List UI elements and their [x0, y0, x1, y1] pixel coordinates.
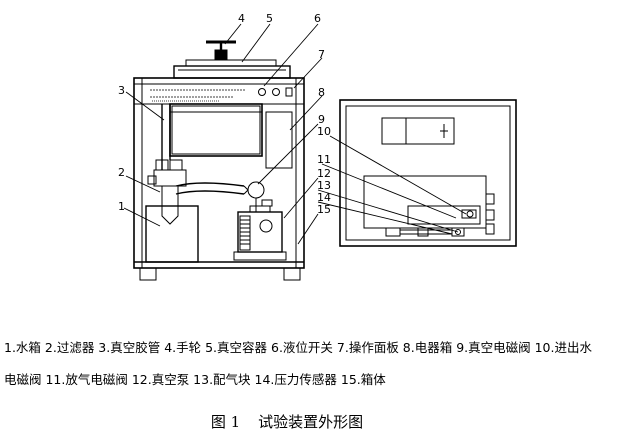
- callout-15: 15: [317, 203, 331, 216]
- callout-1: 1: [118, 200, 125, 213]
- panel-knobs: [258, 87, 293, 97]
- caption-line-1: 1.水箱 2.过滤器 3.真空胶管 4.手轮 5.真空容器 6.液位开关 7.操…: [4, 340, 592, 355]
- filter: [147, 159, 187, 225]
- caption-line-2: 电磁阀 11.放气电磁阀 12.真空泵 13.配气块 14.压力传感器 15.箱…: [4, 372, 386, 387]
- cabinet-side-view: [339, 99, 517, 247]
- vacuum-container-lid: [173, 59, 291, 79]
- vacuum-pump: [233, 199, 287, 261]
- callout-6: 6: [314, 12, 321, 25]
- water-tank: [145, 205, 199, 263]
- callout-9: 9: [318, 113, 325, 126]
- callout-labels: 1 2 3 4 5 6 7 8 9 10 11 12 13 14 15: [118, 12, 331, 216]
- figure-title-text: 试验装置外形图: [258, 413, 364, 431]
- electrical-box: [265, 111, 293, 169]
- vacuum-solenoid-valve: [243, 181, 265, 212]
- callout-3: 3: [118, 84, 125, 97]
- cabinet-front-view: [133, 77, 305, 281]
- callout-10: 10: [317, 125, 331, 138]
- vacuum-hose: [161, 104, 245, 195]
- callout-7: 7: [318, 48, 325, 61]
- callout-8: 8: [318, 86, 325, 99]
- figure-title: 图 1 试验装置外形图: [0, 411, 634, 432]
- callout-14: 14: [317, 191, 331, 204]
- callout-5: 5: [266, 12, 273, 25]
- leader-lines: [123, 23, 467, 245]
- callout-12: 12: [317, 167, 331, 180]
- callout-11: 11: [317, 153, 331, 166]
- callout-4: 4: [238, 12, 245, 25]
- vacuum-container: [169, 103, 263, 157]
- callout-2: 2: [118, 166, 125, 179]
- figure-number: 图 1: [210, 413, 241, 431]
- callout-13: 13: [317, 179, 331, 192]
- handwheel: [206, 40, 236, 61]
- operating-panel-text: [150, 89, 246, 102]
- apparatus-diagram: 1 2 3 4 5 6 7 8 9 10 11 12 13 14 15: [118, 12, 517, 281]
